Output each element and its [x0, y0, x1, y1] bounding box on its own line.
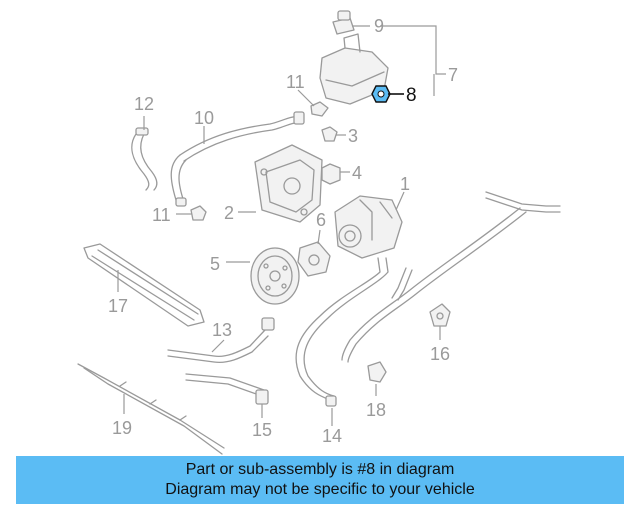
part-19-cooler-line	[77, 363, 225, 455]
callout-4: 4	[352, 163, 362, 183]
callout-6: 6	[316, 210, 326, 230]
callout-8-highlighted: 8	[406, 85, 417, 106]
callout-labels: 9 7 8 11 3 4 12 10 11 2 1 6 5 17 13 19 1…	[108, 16, 458, 446]
part-2-bracket	[254, 144, 323, 223]
part-6-gasket	[297, 241, 331, 277]
caption-line-part-number: Part or sub-assembly is #8 in diagram	[185, 461, 455, 478]
diagram-canvas: 9 7 8 11 3 4 12 10 11 2 1 6 5 17 13 19 1…	[77, 10, 561, 455]
part-14-mount	[429, 303, 451, 327]
callout-18: 17	[108, 296, 128, 316]
part-7-fluid-reservoir	[319, 33, 389, 105]
callout-14: 16	[430, 344, 450, 364]
callout-7: 7	[448, 65, 458, 85]
callout-1: 1	[400, 174, 410, 194]
callout-5: 5	[210, 254, 220, 274]
callout-13: 14	[322, 426, 342, 446]
callout-17: 18	[366, 400, 386, 420]
callout-3: 3	[348, 126, 358, 146]
part-3-clip	[321, 126, 338, 142]
part-10-hose	[170, 111, 305, 207]
callout-11-upper: 11	[286, 72, 305, 92]
part-16-clamp	[255, 389, 269, 405]
caption-line-disclaimer: Diagram may not be specific to your vehi…	[165, 481, 475, 498]
part-18-cooler	[83, 243, 205, 327]
part-11-lower-seal	[190, 205, 207, 221]
callout-15: 13	[212, 320, 232, 340]
part-15-return-line	[167, 317, 275, 397]
part-5-pulley	[250, 247, 300, 305]
part-9-reservoir-cap	[332, 10, 355, 35]
part-4-bushing	[321, 163, 341, 185]
leader-lines	[117, 25, 446, 426]
part-11-upper-seal	[310, 101, 329, 117]
part-1-pump	[334, 195, 403, 259]
callout-16: 15	[252, 420, 272, 440]
callout-19: 19	[112, 418, 132, 438]
part-8-grommet-highlighted	[371, 85, 391, 103]
callout-11-lower: 11	[152, 205, 171, 225]
caption-banner: Part or sub-assembly is #8 in diagram Di…	[16, 456, 624, 504]
callout-9: 9	[374, 16, 384, 36]
callout-10: 10	[194, 108, 214, 128]
part-12-small-hose	[131, 127, 158, 191]
part-17-sensor	[367, 361, 387, 383]
long-pressure-line	[341, 191, 561, 363]
part-13-pressure-hose	[295, 257, 389, 407]
callout-12: 12	[134, 94, 154, 114]
callout-2: 2	[224, 203, 234, 223]
